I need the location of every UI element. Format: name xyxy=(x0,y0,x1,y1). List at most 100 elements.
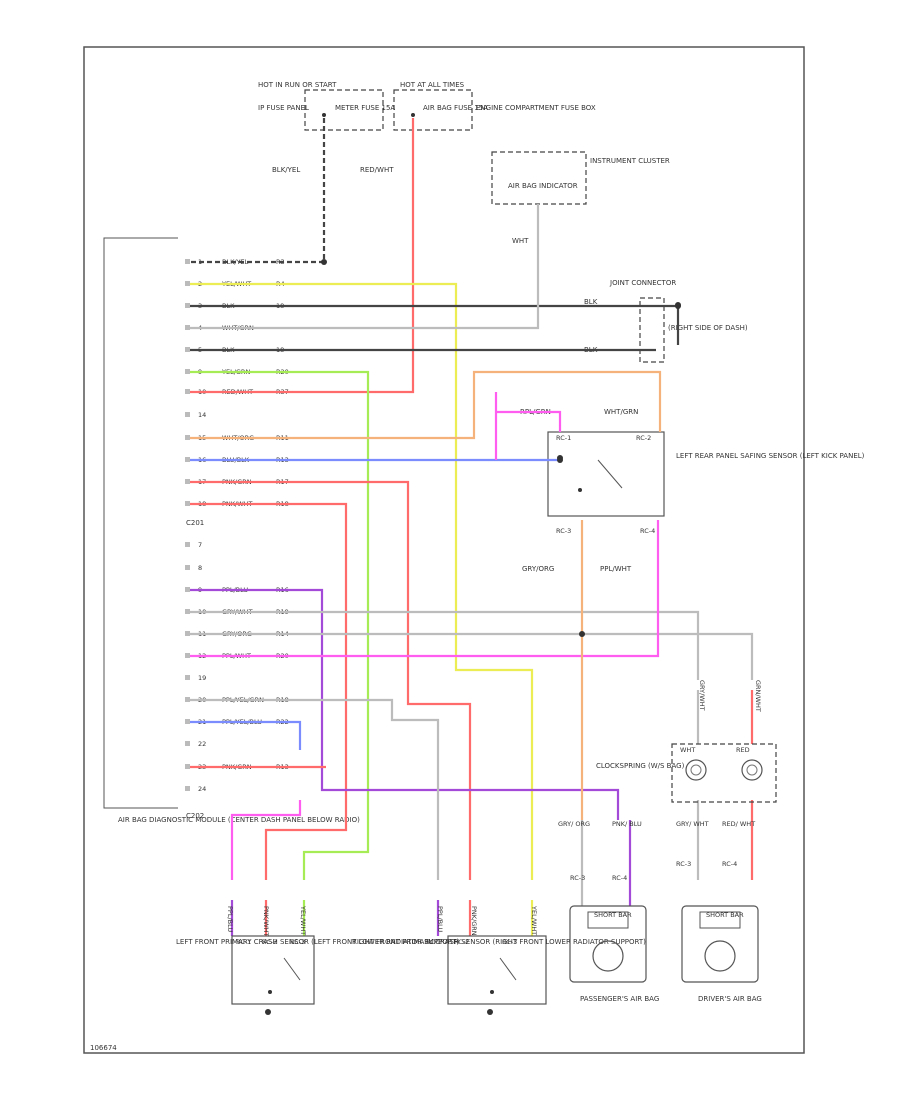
engine-fuse-box-label: ENGINE COMPARTMENT FUSE BOX xyxy=(476,104,596,112)
wire-label-blk-yel: BLK/YEL xyxy=(272,166,300,174)
module-pin-marker xyxy=(185,764,190,769)
right-crash-sensor-label: RIGHT FRONT PRIMARY CRASH SENSOR (RIGHT … xyxy=(352,938,646,946)
safing-pin-b1: RC-3 xyxy=(556,527,571,535)
left-sensor-contact xyxy=(268,990,272,994)
module-pin-number: 7 xyxy=(198,541,202,549)
module-pin-marker xyxy=(185,609,190,614)
diagram-border xyxy=(83,46,805,1054)
clockspring-sub-2: RED xyxy=(736,746,750,754)
driver-wire-2: RED/ WHT xyxy=(722,820,755,828)
module-pin-marker xyxy=(185,347,190,352)
module-pin-marker xyxy=(185,412,190,417)
left-sensor-pin-2: RC-2 xyxy=(262,938,277,946)
right-sensor-switch xyxy=(499,957,517,981)
passenger-bag-icon xyxy=(592,940,624,972)
left-sensor-wire-1: PPL/BLU xyxy=(226,906,234,932)
left-crash-sensor-box xyxy=(231,935,315,1005)
safing-sensor: RPL/GRN WHT/GRN RC-1 RC-2 LEFT REAR PANE… xyxy=(520,408,865,573)
right-sensor-wire-3: YEL/WHT xyxy=(530,905,538,935)
module-pin-marker xyxy=(185,697,190,702)
left-sensor-wire-2: PNK/WHT xyxy=(262,906,270,937)
module-bracket xyxy=(103,237,178,809)
wire-wht-cluster xyxy=(190,204,540,330)
clockspring-coil-icon xyxy=(685,759,707,781)
wire-ppl-blu xyxy=(190,588,620,820)
module-pin-marker xyxy=(185,719,190,724)
wire-splice xyxy=(321,259,327,265)
right-crash-sensor-box xyxy=(447,935,547,1005)
wire-splice xyxy=(675,303,681,309)
module-pin-marker xyxy=(185,259,190,264)
fuse-right-power-label: HOT AT ALL TIMES xyxy=(400,81,465,89)
passenger-plug-2: RC-4 xyxy=(612,874,627,882)
left-sensor-wire-3: YEL/WHT xyxy=(299,905,307,935)
driver-bag-box xyxy=(681,905,759,983)
driver-wire-1: GRY/ WHT xyxy=(676,820,709,828)
wire-layer xyxy=(190,118,754,936)
module-pin-marker xyxy=(185,479,190,484)
driver-bag-icon xyxy=(704,940,736,972)
wire-ppl-yel-grn xyxy=(190,698,440,880)
wire-pnk-safing xyxy=(494,392,562,460)
driver-short-bar xyxy=(699,911,741,929)
module-pin-marker xyxy=(185,653,190,658)
safing-sensor-label: LEFT REAR PANEL SAFING SENSOR (LEFT KICK… xyxy=(676,452,865,460)
safing-switch xyxy=(597,459,623,489)
clockspring-sub-1: WHT xyxy=(680,746,695,754)
left-sensor-ground xyxy=(265,1009,271,1015)
safing-pin-b2: RC-4 xyxy=(640,527,655,535)
passenger-short-bar-label: SHORT BAR xyxy=(594,911,632,919)
wire-ppl-wht xyxy=(190,520,660,658)
passenger-air-bag: SHORT BAR PASSENGER'S AIR BAG GRY/ ORG P… xyxy=(558,820,659,1003)
safing-wire-b1: GRY/ORG xyxy=(522,565,554,573)
airbag-indicator-label: AIR BAG INDICATOR xyxy=(508,182,578,190)
meter-fuse-box xyxy=(304,89,384,131)
right-sensor-pin-2: RC-2 xyxy=(454,938,469,946)
clockspring-box xyxy=(671,743,777,803)
safing-wire-tr: WHT/GRN xyxy=(604,408,638,416)
module-pin-number: 19 xyxy=(198,674,206,682)
module-pin-number: 14 xyxy=(198,411,206,419)
right-sensor-wire-2: PNK/GRN xyxy=(470,906,478,936)
module-pin-marker xyxy=(185,542,190,547)
cluster-box xyxy=(491,151,587,205)
left-sensor-pin-1: RC-1 xyxy=(236,938,251,946)
driver-plug-1: RC-3 xyxy=(676,860,691,868)
clockspring-label: CLOCKSPRING (W/S BAG) xyxy=(596,762,685,770)
wire-ppl-yel-blu xyxy=(190,720,302,750)
module-pin-marker xyxy=(185,587,190,592)
module-pin-marker xyxy=(185,281,190,286)
wire-blk-yel-fuse xyxy=(190,118,326,264)
airbag-fuse-box xyxy=(393,89,473,131)
module-pin-number: 22 xyxy=(198,740,206,748)
wire-label-blk: BLK xyxy=(584,298,598,306)
passenger-short-bar xyxy=(587,911,629,929)
joint-connector-box xyxy=(639,297,665,363)
passenger-bag-box xyxy=(569,905,647,983)
fuse-terminal xyxy=(411,113,415,117)
wire-blk-1 xyxy=(190,304,680,345)
module-pin-number: 24 xyxy=(198,785,206,793)
right-sensor-pin-3: RC-3 xyxy=(502,938,517,946)
right-sensor-pin-1: RC-1 xyxy=(426,938,441,946)
passenger-bag-label: PASSENGER'S AIR BAG xyxy=(580,995,659,1003)
driver-short-bar-label: SHORT BAR xyxy=(706,911,744,919)
wire-gry-wht xyxy=(190,610,700,680)
passenger-plug-1: RC-3 xyxy=(570,874,585,882)
wire-yel-wht xyxy=(190,282,534,880)
safing-sensor-box xyxy=(547,431,665,517)
wire-gry-org xyxy=(190,632,754,680)
wire-label-red-wht: RED/WHT xyxy=(360,166,394,174)
module-pin-marker xyxy=(185,741,190,746)
connector-c202-label: C202 xyxy=(186,812,204,820)
module-pin-marker xyxy=(185,325,190,330)
module-pin-marker xyxy=(185,565,190,570)
wire-red-wht-fuse xyxy=(190,118,415,394)
right-sensor-wire-1: PPL/BLU xyxy=(436,906,444,932)
wire-wht-org xyxy=(190,370,662,440)
module-pin-marker xyxy=(185,457,190,462)
module-pin-marker xyxy=(185,786,190,791)
driver-plug-2: RC-4 xyxy=(722,860,737,868)
ip-fuse-panel-label: IP FUSE PANEL xyxy=(258,104,309,112)
clockspring-coil-icon xyxy=(741,759,763,781)
